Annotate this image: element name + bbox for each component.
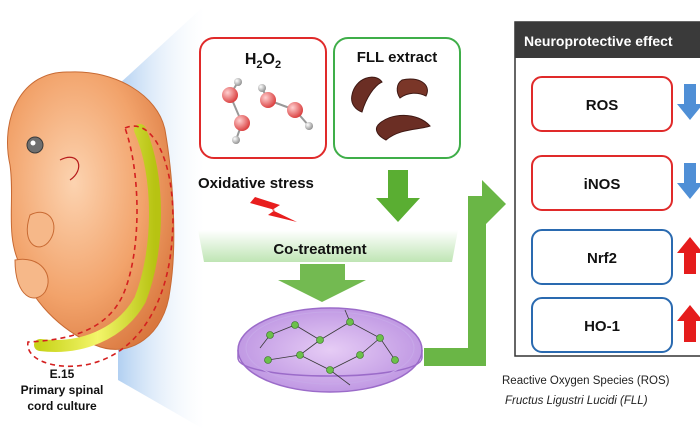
effect-label-ho1: HO-1: [584, 318, 620, 335]
footnote-fll: Fructus Ligustri Lucidi (FLL): [505, 395, 648, 407]
result-arrow: [424, 180, 506, 366]
arrow-down-icon: [677, 84, 700, 120]
effect-box-ros: [531, 76, 673, 132]
effect-box-ho1: [531, 297, 673, 353]
h2o2-label: H2O2: [245, 51, 281, 71]
arrow-down-icon: [677, 163, 700, 199]
arrow-up-icon: [677, 305, 700, 342]
effect-label-nrf2: Nrf2: [587, 250, 617, 267]
spinal-cord: [34, 124, 161, 352]
petri-dish-icon: [237, 307, 423, 393]
lightning-icon: [250, 197, 297, 222]
effect-box-inos: [531, 155, 673, 211]
co-treatment-band: [198, 230, 458, 262]
oxidative-stress-label: Oxidative stress: [198, 175, 314, 192]
effect-label-inos: iNOS: [584, 176, 621, 193]
dish-down-arrow: [278, 264, 366, 302]
culture-label-line2: cord culture: [27, 399, 97, 413]
fll-fruit-icon: [351, 76, 431, 141]
spinal-cord-outline: [27, 125, 174, 367]
culture-label-line1: Primary spinal: [21, 383, 104, 397]
embryo-eye-icon: [26, 136, 44, 154]
fll-down-arrow: [376, 170, 420, 222]
effect-box-nrf2: [531, 229, 673, 285]
co-treatment-label: Co-treatment: [273, 241, 366, 258]
footnote-ros: Reactive Oxygen Species (ROS): [502, 375, 670, 387]
h2o2-molecule-icon: [222, 78, 313, 144]
fll-label: FLL extract: [357, 49, 438, 66]
effects-panel-header: [515, 22, 700, 58]
fll-box: [333, 37, 461, 159]
effects-panel-title: Neuroprotective effect: [524, 33, 673, 49]
effect-label-ros: ROS: [586, 97, 619, 114]
arrow-up-icon: [677, 237, 700, 274]
embryo-stage-label: E.15: [50, 367, 75, 381]
embryo-illustration: [7, 71, 175, 367]
